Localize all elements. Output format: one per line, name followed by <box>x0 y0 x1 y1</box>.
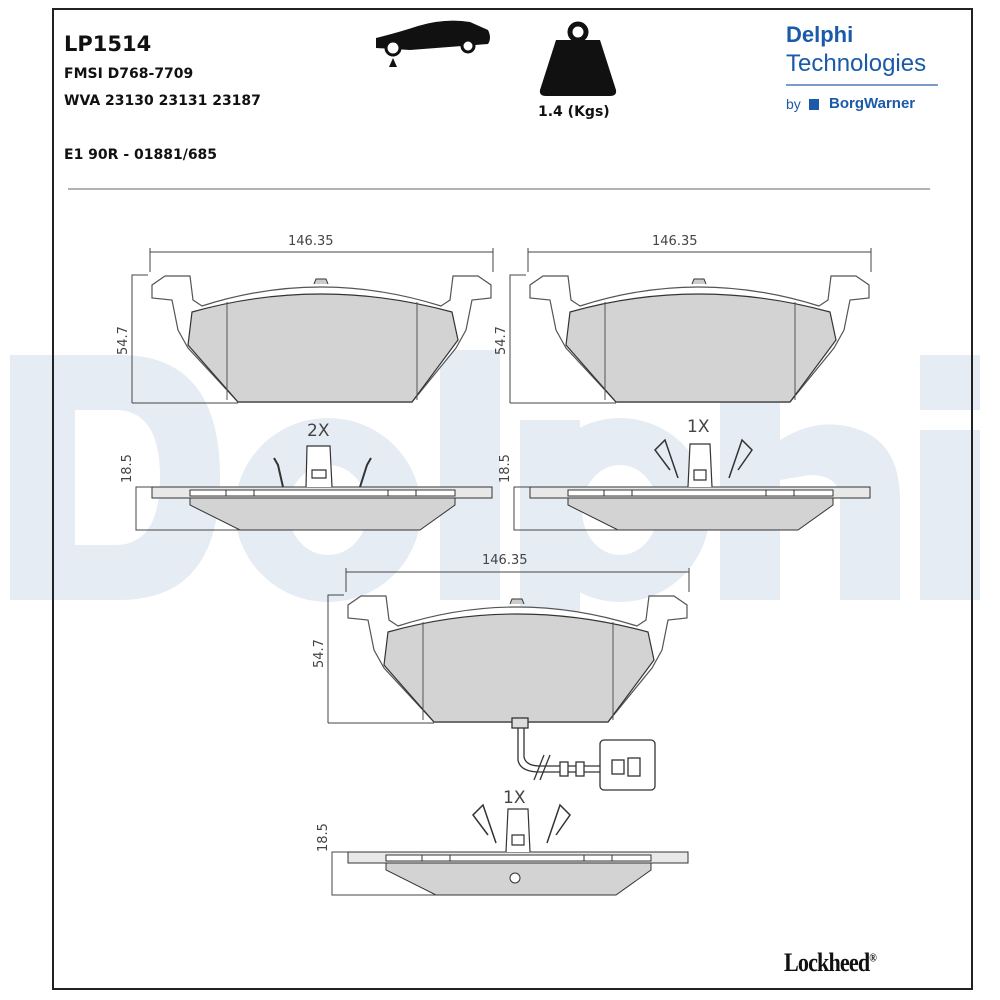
borgwarner-logo: BorgWarner <box>829 95 916 112</box>
dimension-lines <box>131 248 872 896</box>
wear-sensor <box>511 717 656 791</box>
lockheed-logo: Lockheed® <box>784 948 877 978</box>
approval-code: E1 90R - 01881/685 <box>64 147 218 163</box>
pad-3-height-label: 54.7 <box>312 639 327 668</box>
wva-codes: WVA 23130 23131 23187 <box>64 93 261 109</box>
part-number: LP1514 <box>64 32 152 56</box>
pad-2-width-label: 146.35 <box>652 234 698 249</box>
pad-1-height-label: 54.7 <box>116 326 131 355</box>
fmsi-code: FMSI D768-7709 <box>64 66 194 82</box>
weight-value: 1.4 (Kgs) <box>538 104 610 120</box>
pad-3-width-label: 146.35 <box>482 553 528 568</box>
pad-3-thickness-label: 18.5 <box>316 823 331 852</box>
delphi-logo-line1: Delphi <box>786 22 854 47</box>
pad-1-thickness-label: 18.5 <box>120 454 135 483</box>
sheet-frame <box>52 8 973 990</box>
pad-3-quantity: 1X <box>503 788 526 808</box>
borgwarner-icon <box>809 99 819 110</box>
logo-divider <box>786 84 938 86</box>
by-label: by <box>786 96 801 112</box>
pad-3-hole <box>509 872 521 884</box>
pad-2-height-label: 54.7 <box>494 326 509 355</box>
pad-2-thickness-label: 18.5 <box>498 454 513 483</box>
weight-icon <box>539 21 617 96</box>
delphi-logo-line2: Technologies <box>786 50 927 77</box>
pad-1-quantity: 2X <box>307 421 330 441</box>
car-axle-icon <box>376 20 490 67</box>
pad-1-width-label: 146.35 <box>288 234 334 249</box>
lockheed-text: Lockheed <box>784 948 870 977</box>
registered-mark: ® <box>869 950 877 965</box>
pad-2-quantity: 1X <box>687 417 710 437</box>
